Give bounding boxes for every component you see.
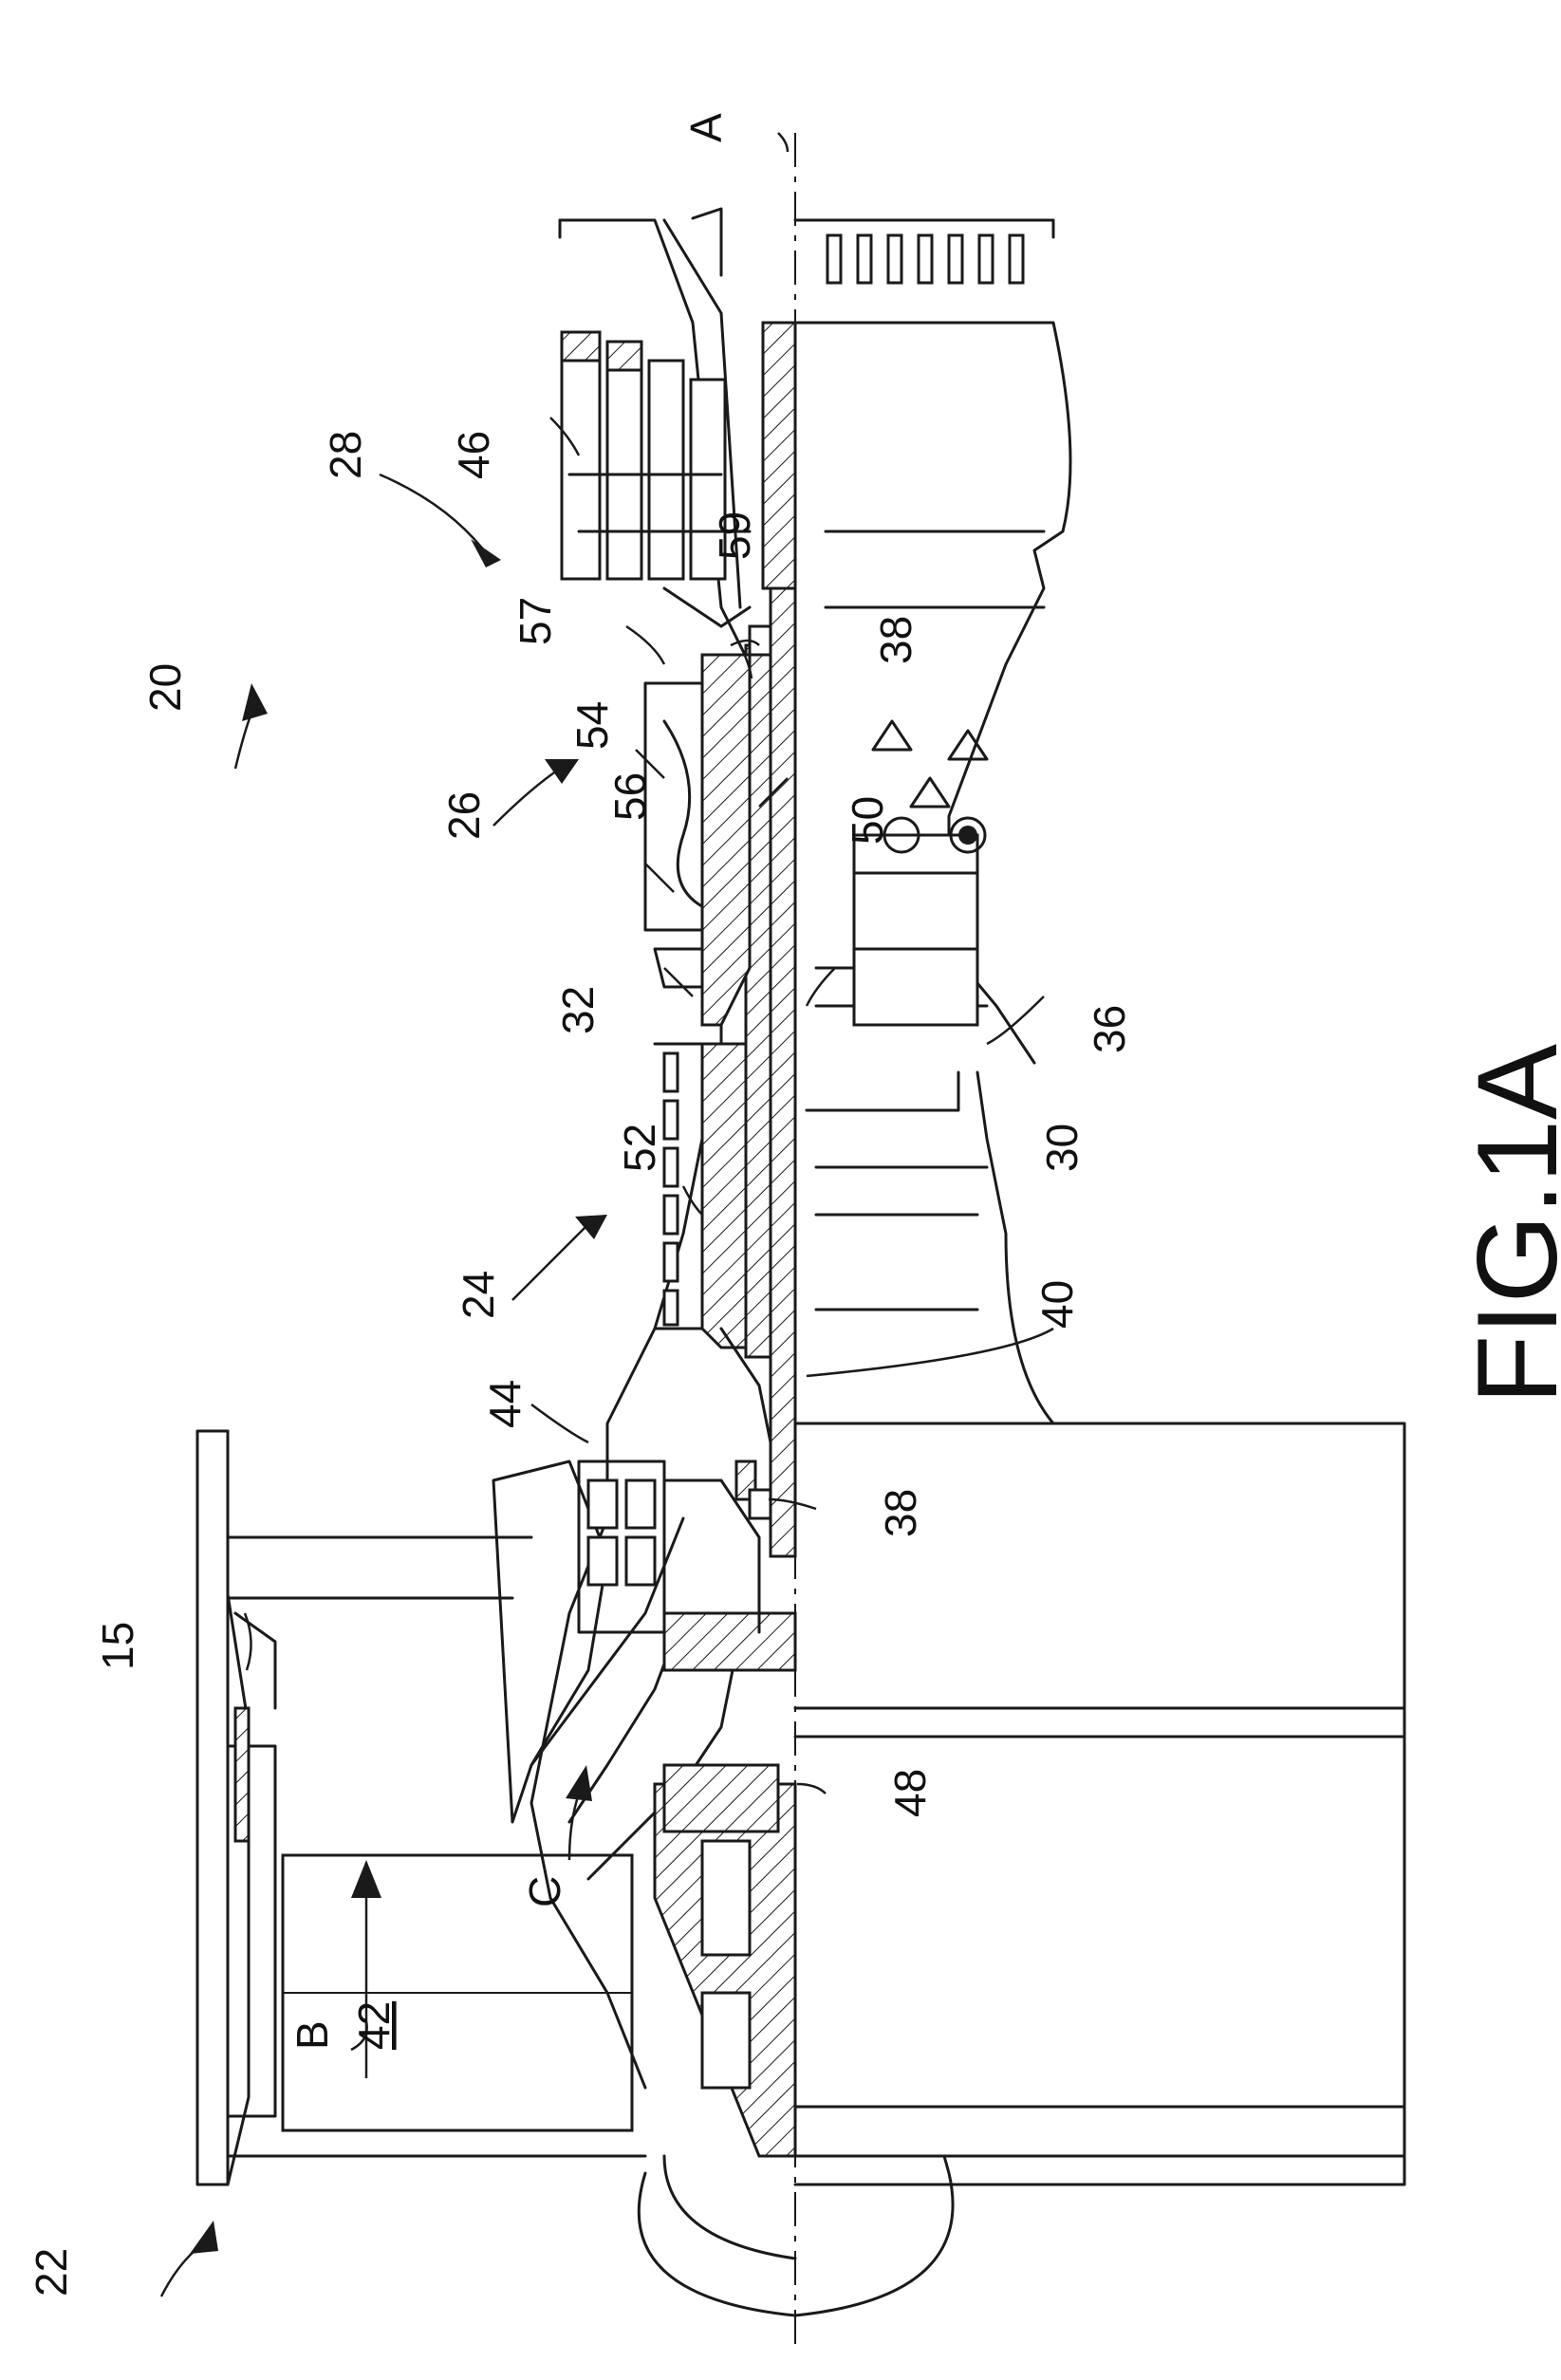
label-28: 28	[321, 431, 370, 479]
low-pressure-turbine	[562, 332, 750, 626]
label-50: 50	[843, 796, 892, 845]
combustor	[645, 655, 750, 1025]
label-38-fwd: 38	[876, 1489, 925, 1537]
label-26: 26	[439, 791, 489, 840]
label-54: 54	[567, 701, 617, 750]
label-36: 36	[1085, 1005, 1134, 1053]
label-48: 48	[885, 1769, 935, 1817]
low-pressure-compressor	[579, 1461, 759, 1632]
label-15: 15	[93, 1622, 142, 1670]
label-30: 30	[1037, 1124, 1087, 1172]
label-B: B	[288, 2020, 337, 2050]
label-52: 52	[615, 1124, 664, 1172]
label-57: 57	[511, 597, 560, 645]
label-24: 24	[454, 1271, 503, 1319]
figure-caption: FIG.1A	[1454, 1044, 1561, 1404]
label-32: 32	[553, 986, 603, 1034]
axis-label-A: A	[681, 113, 731, 142]
label-46: 46	[449, 431, 498, 479]
label-38-aft: 38	[871, 616, 920, 664]
label-40: 40	[1032, 1280, 1082, 1329]
label-42: 42	[349, 2001, 399, 2050]
label-C: C	[520, 1876, 569, 1907]
label-59: 59	[710, 511, 759, 560]
label-22: 22	[27, 2248, 76, 2296]
bearing-forward	[750, 1490, 771, 1518]
label-56: 56	[605, 772, 655, 821]
label-44: 44	[480, 1380, 530, 1428]
label-20: 20	[140, 663, 190, 712]
